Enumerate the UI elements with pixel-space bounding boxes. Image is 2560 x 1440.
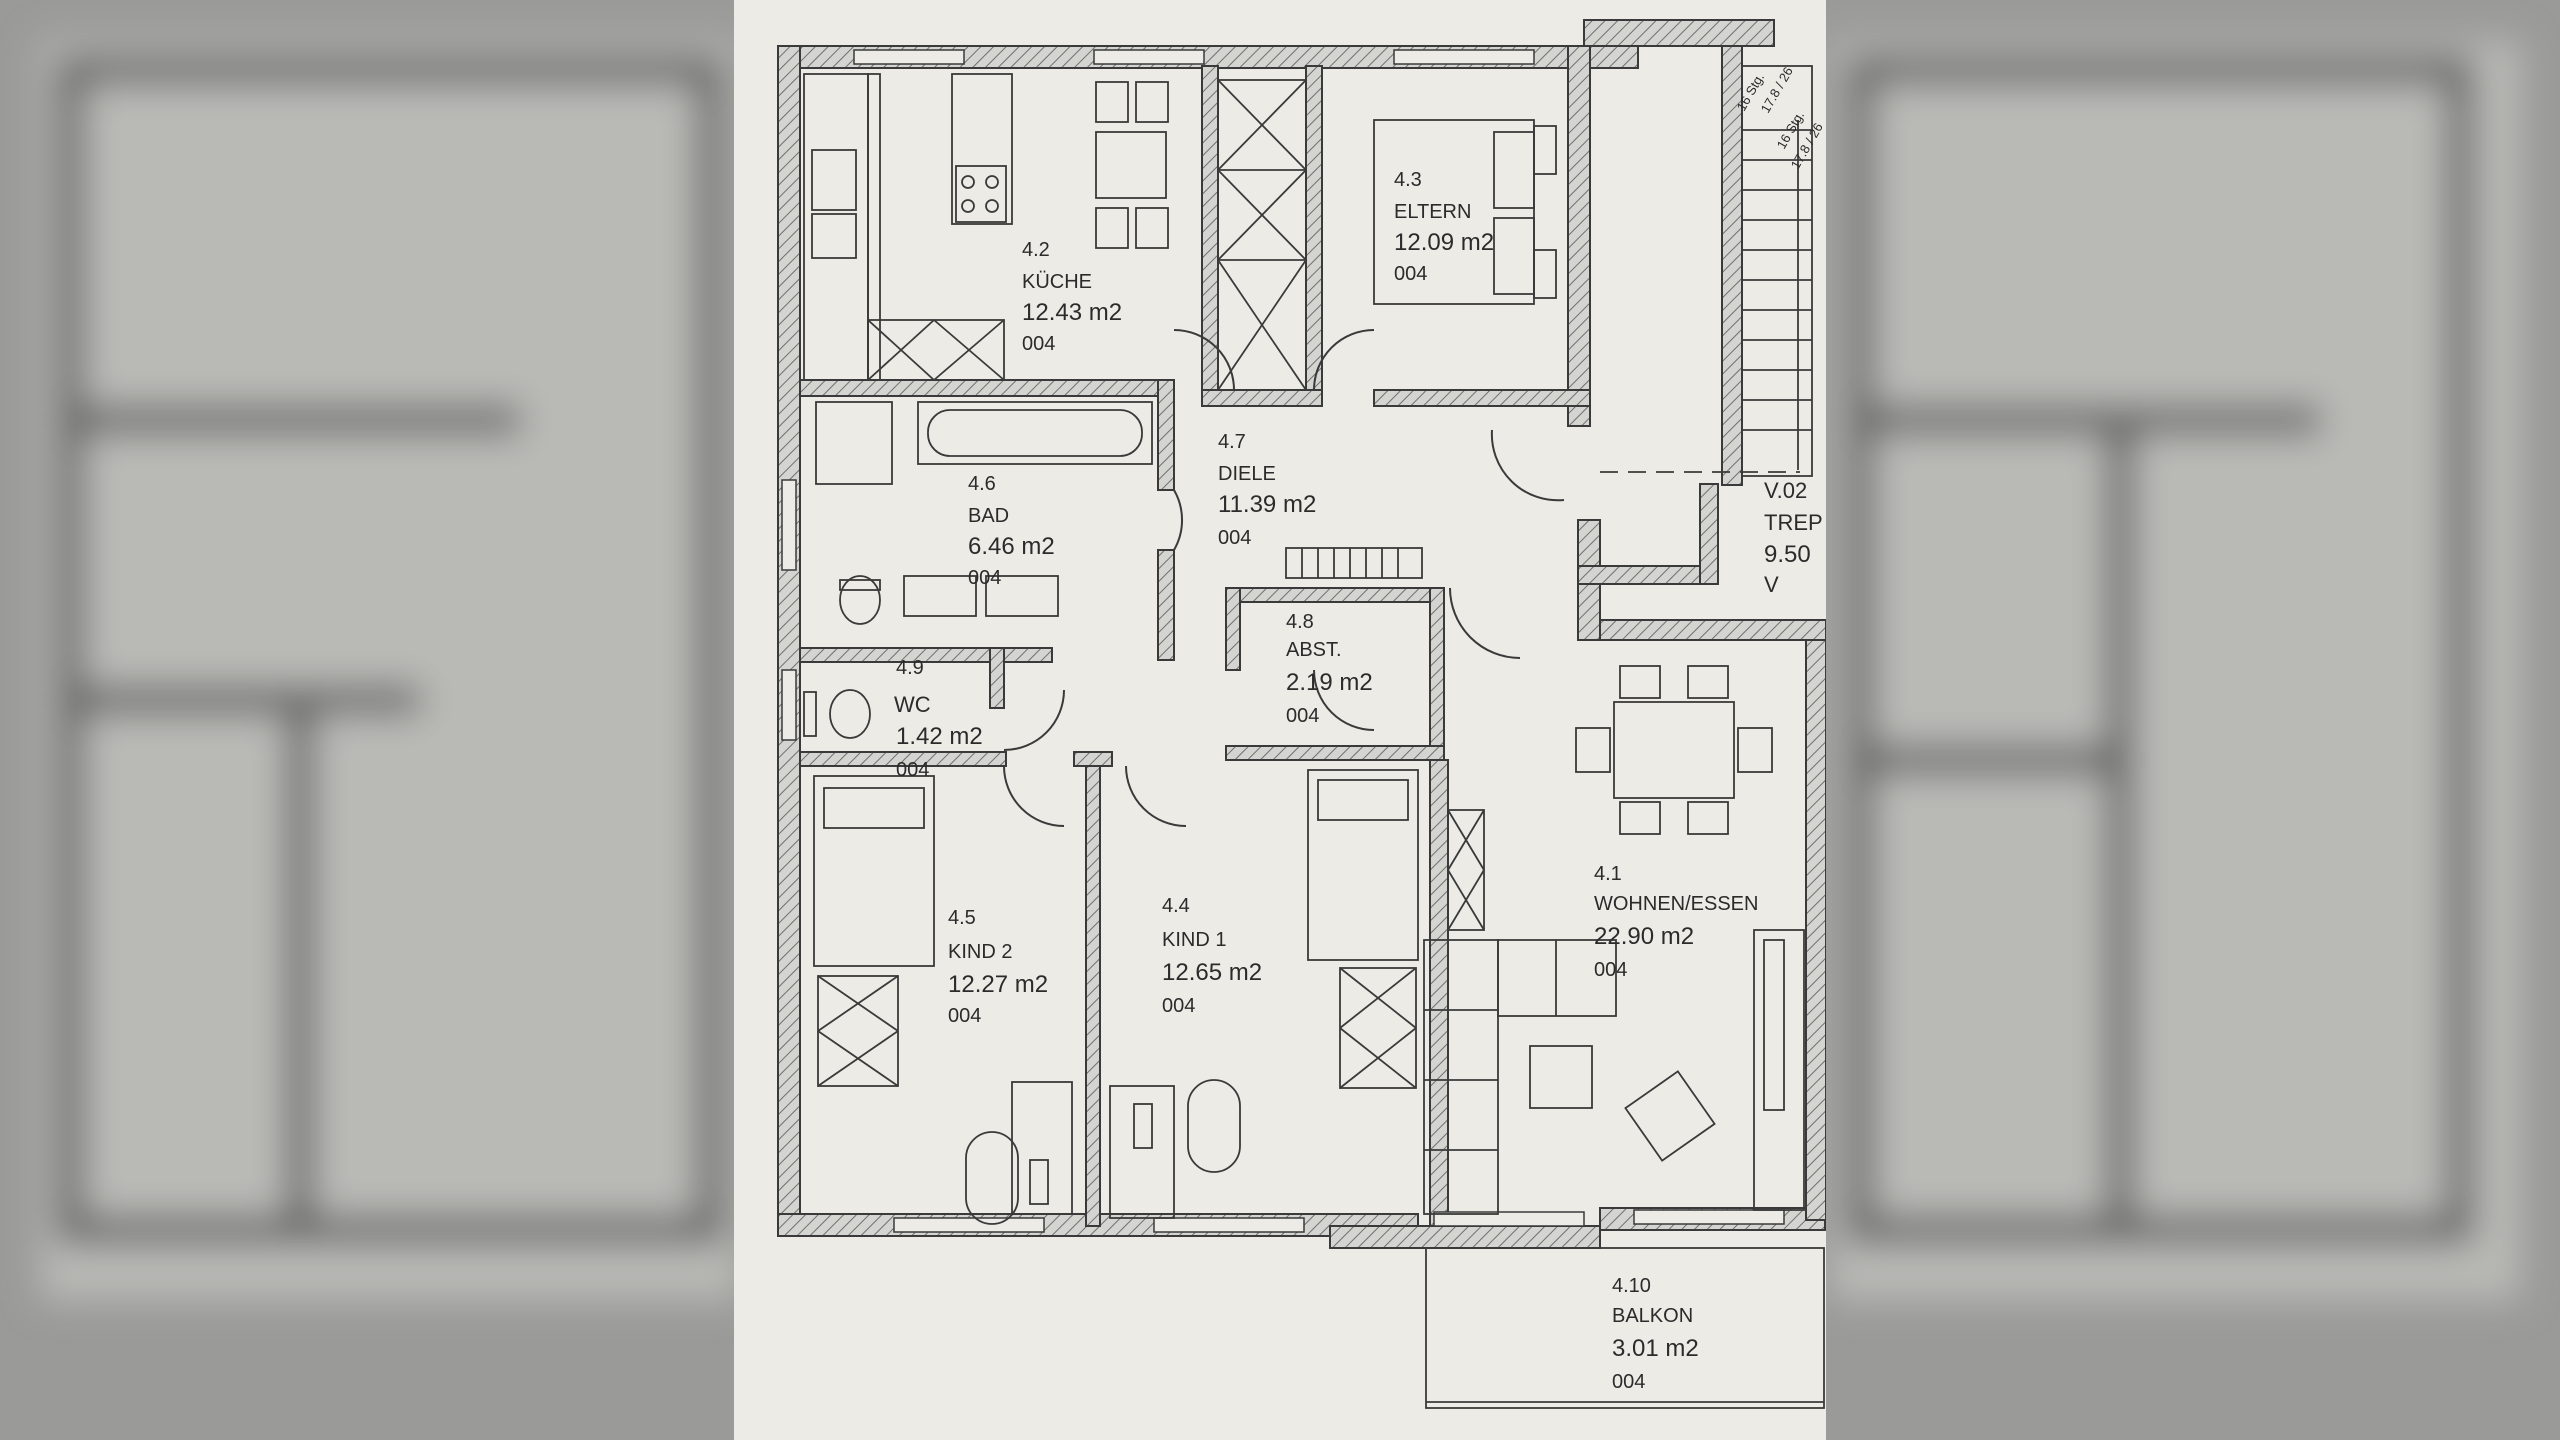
room-number: 4.1 <box>1594 863 1622 885</box>
room-name: KÜCHE <box>1022 271 1092 293</box>
room-code: 004 <box>1594 959 1627 981</box>
room-number: 4.3 <box>1394 169 1422 191</box>
room-code: 004 <box>896 759 929 781</box>
room-number: 4.7 <box>1218 431 1246 453</box>
room-name: DIELE <box>1218 463 1276 485</box>
room-label-balkon: 4.10 BALKON 3.01 m2 004 <box>1612 1275 1699 1393</box>
room-area: 12.09 m2 <box>1394 229 1494 256</box>
room-area: 6.46 m2 <box>968 533 1055 560</box>
room-number: 4.2 <box>1022 239 1050 261</box>
room-label-kind2: 4.5 KIND 2 12.27 m2 004 <box>948 907 1048 1027</box>
room-label-wc: 4.9 WC 1.42 m2 004 <box>894 657 983 781</box>
interior-walls <box>799 65 1719 1227</box>
room-code: 004 <box>948 1005 981 1027</box>
furniture <box>803 65 1825 1409</box>
door-swings <box>1003 329 1565 827</box>
stair-area: 9.50 <box>1764 541 1811 568</box>
room-code: 004 <box>1394 263 1427 285</box>
room-code: 004 <box>1218 527 1251 549</box>
room-name: KIND 2 <box>948 941 1012 963</box>
room-number: 4.9 <box>896 657 924 679</box>
windows <box>781 49 1785 1233</box>
room-area: 22.90 m2 <box>1594 923 1694 950</box>
room-name: ABST. <box>1286 639 1342 661</box>
room-number: 4.6 <box>968 473 996 495</box>
room-code: 004 <box>968 567 1001 589</box>
room-label-bad: 4.6 BAD 6.46 m2 004 <box>968 473 1055 589</box>
room-name: KIND 1 <box>1162 929 1226 951</box>
room-code: 004 <box>1162 995 1195 1017</box>
room-code: 004 <box>1022 333 1055 355</box>
floor-plan: 4.2 KÜCHE 12.43 m2 004 4.3 ELTERN 12.09 … <box>734 0 1827 1440</box>
room-label-wohnen: 4.1 WOHNEN/ESSEN 22.90 m2 004 <box>1594 863 1758 981</box>
room-name: ELTERN <box>1394 201 1471 223</box>
stair-label: V.02 TREP 9.50 V <box>1764 478 1823 597</box>
room-area: 1.42 m2 <box>896 723 983 750</box>
room-number: 4.8 <box>1286 611 1314 633</box>
room-label-diele: 4.7 DIELE 11.39 m2 004 <box>1218 431 1316 549</box>
room-code: 004 <box>1286 705 1319 727</box>
room-code: 004 <box>1612 1371 1645 1393</box>
room-number: 4.4 <box>1162 895 1190 917</box>
stair-code: V <box>1764 572 1779 597</box>
stair-name: TREP <box>1764 510 1823 535</box>
floor-plan-photo: 4.2 KÜCHE 12.43 m2 004 4.3 ELTERN 12.09 … <box>734 0 1827 1440</box>
room-area: 12.43 m2 <box>1022 299 1122 326</box>
room-name: WC <box>894 692 931 717</box>
room-label-abst: 4.8 ABST. 2.19 m2 004 <box>1286 611 1373 727</box>
room-label-kueche: 4.2 KÜCHE 12.43 m2 004 <box>1022 239 1122 355</box>
room-name: BALKON <box>1612 1305 1693 1327</box>
room-number: 4.5 <box>948 907 976 929</box>
room-area: 2.19 m2 <box>1286 669 1373 696</box>
room-name: BAD <box>968 505 1009 527</box>
room-label-kind1: 4.4 KIND 1 12.65 m2 004 <box>1162 895 1262 1017</box>
room-number: 4.10 <box>1612 1275 1651 1297</box>
room-name: WOHNEN/ESSEN <box>1594 893 1758 915</box>
room-label-eltern: 4.3 ELTERN 12.09 m2 004 <box>1394 169 1494 285</box>
room-area: 12.65 m2 <box>1162 959 1262 986</box>
room-area: 11.39 m2 <box>1218 491 1316 518</box>
paper-sheet <box>734 0 1826 1440</box>
room-area: 3.01 m2 <box>1612 1335 1699 1362</box>
stair-number: V.02 <box>1764 478 1807 503</box>
room-area: 12.27 m2 <box>948 971 1048 998</box>
